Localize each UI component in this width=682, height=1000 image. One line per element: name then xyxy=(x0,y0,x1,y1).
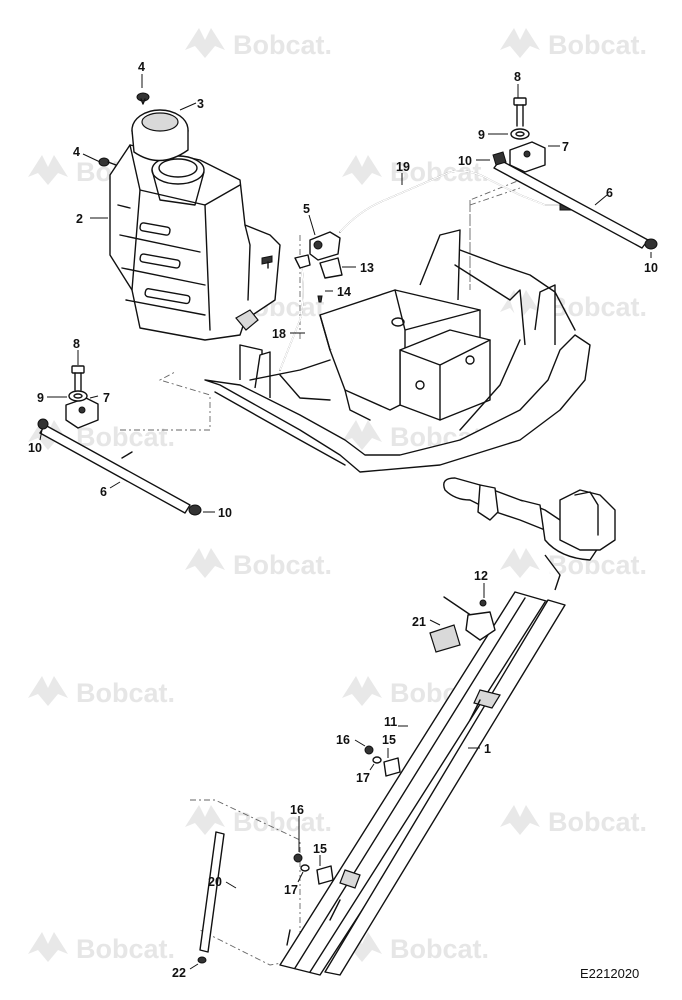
callout-6-right: 6 xyxy=(606,186,613,200)
throttle-cable-rod xyxy=(197,831,291,964)
watermark-text: Bobcat. xyxy=(76,422,175,452)
lift-rod-right xyxy=(492,97,658,250)
callout-15-lower: 15 xyxy=(313,842,327,856)
callout-10-right-a: 10 xyxy=(458,154,472,168)
callout-19: 19 xyxy=(396,160,410,174)
callout-10-right-b: 10 xyxy=(644,261,658,275)
callout-7-left: 7 xyxy=(103,391,110,405)
callout-12: 12 xyxy=(474,569,488,583)
watermark-text: Bobcat. xyxy=(548,30,647,60)
callout-16-upper: 16 xyxy=(336,733,350,747)
watermark-text: Bobcat. xyxy=(548,292,647,322)
watermark-text: Bobcat. xyxy=(390,934,489,964)
hose-assembly xyxy=(279,170,573,371)
callout-3: 3 xyxy=(197,97,204,111)
callout-20: 20 xyxy=(208,875,222,889)
watermark-text: Bobcat. xyxy=(76,678,175,708)
callout-4-top: 4 xyxy=(138,60,145,74)
callout-16-lower: 16 xyxy=(290,803,304,817)
callout-17-lower: 17 xyxy=(284,883,298,897)
callout-9-right: 9 xyxy=(478,128,485,142)
callout-18: 18 xyxy=(272,327,286,341)
callout-13: 13 xyxy=(360,261,374,275)
leader-lines xyxy=(39,74,652,970)
callout-14: 14 xyxy=(337,285,351,299)
callout-8-left: 8 xyxy=(73,337,80,351)
reservoir-tank xyxy=(98,92,281,341)
callout-5: 5 xyxy=(303,202,310,216)
watermark-text: Bobcat. xyxy=(233,807,332,837)
callout-9-left: 9 xyxy=(37,391,44,405)
callout-7-right: 7 xyxy=(562,140,569,154)
filler-cap xyxy=(131,109,189,162)
figure-id: E2212020 xyxy=(580,966,639,981)
callout-2: 2 xyxy=(76,212,83,226)
base-frame xyxy=(204,229,591,473)
watermark-text: Bobcat. xyxy=(233,550,332,580)
callout-labels: 4 3 4 2 5 6 7 8 9 10 10 19 13 14 18 8 9 … xyxy=(28,60,658,980)
watermark-text: Bobcat. xyxy=(548,550,647,580)
callout-17-upper: 17 xyxy=(356,771,370,785)
valve xyxy=(294,231,343,279)
callout-21: 21 xyxy=(412,615,426,629)
callout-22: 22 xyxy=(172,966,186,980)
callout-8-right: 8 xyxy=(514,70,521,84)
callout-1: 1 xyxy=(484,742,491,756)
callout-11: 11 xyxy=(384,715,397,729)
watermark-text: Bobcat. xyxy=(233,30,332,60)
watermark-text: Bobcat. xyxy=(548,807,647,837)
callout-4-side: 4 xyxy=(73,145,80,159)
watermark-text: Bobcat. xyxy=(76,934,175,964)
callout-10-left-a: 10 xyxy=(28,441,42,455)
callout-10-left-b: 10 xyxy=(218,506,232,520)
callout-6-left: 6 xyxy=(100,485,107,499)
callout-15-upper: 15 xyxy=(382,733,396,747)
screw-top xyxy=(136,92,150,105)
handle-assembly xyxy=(279,477,616,976)
